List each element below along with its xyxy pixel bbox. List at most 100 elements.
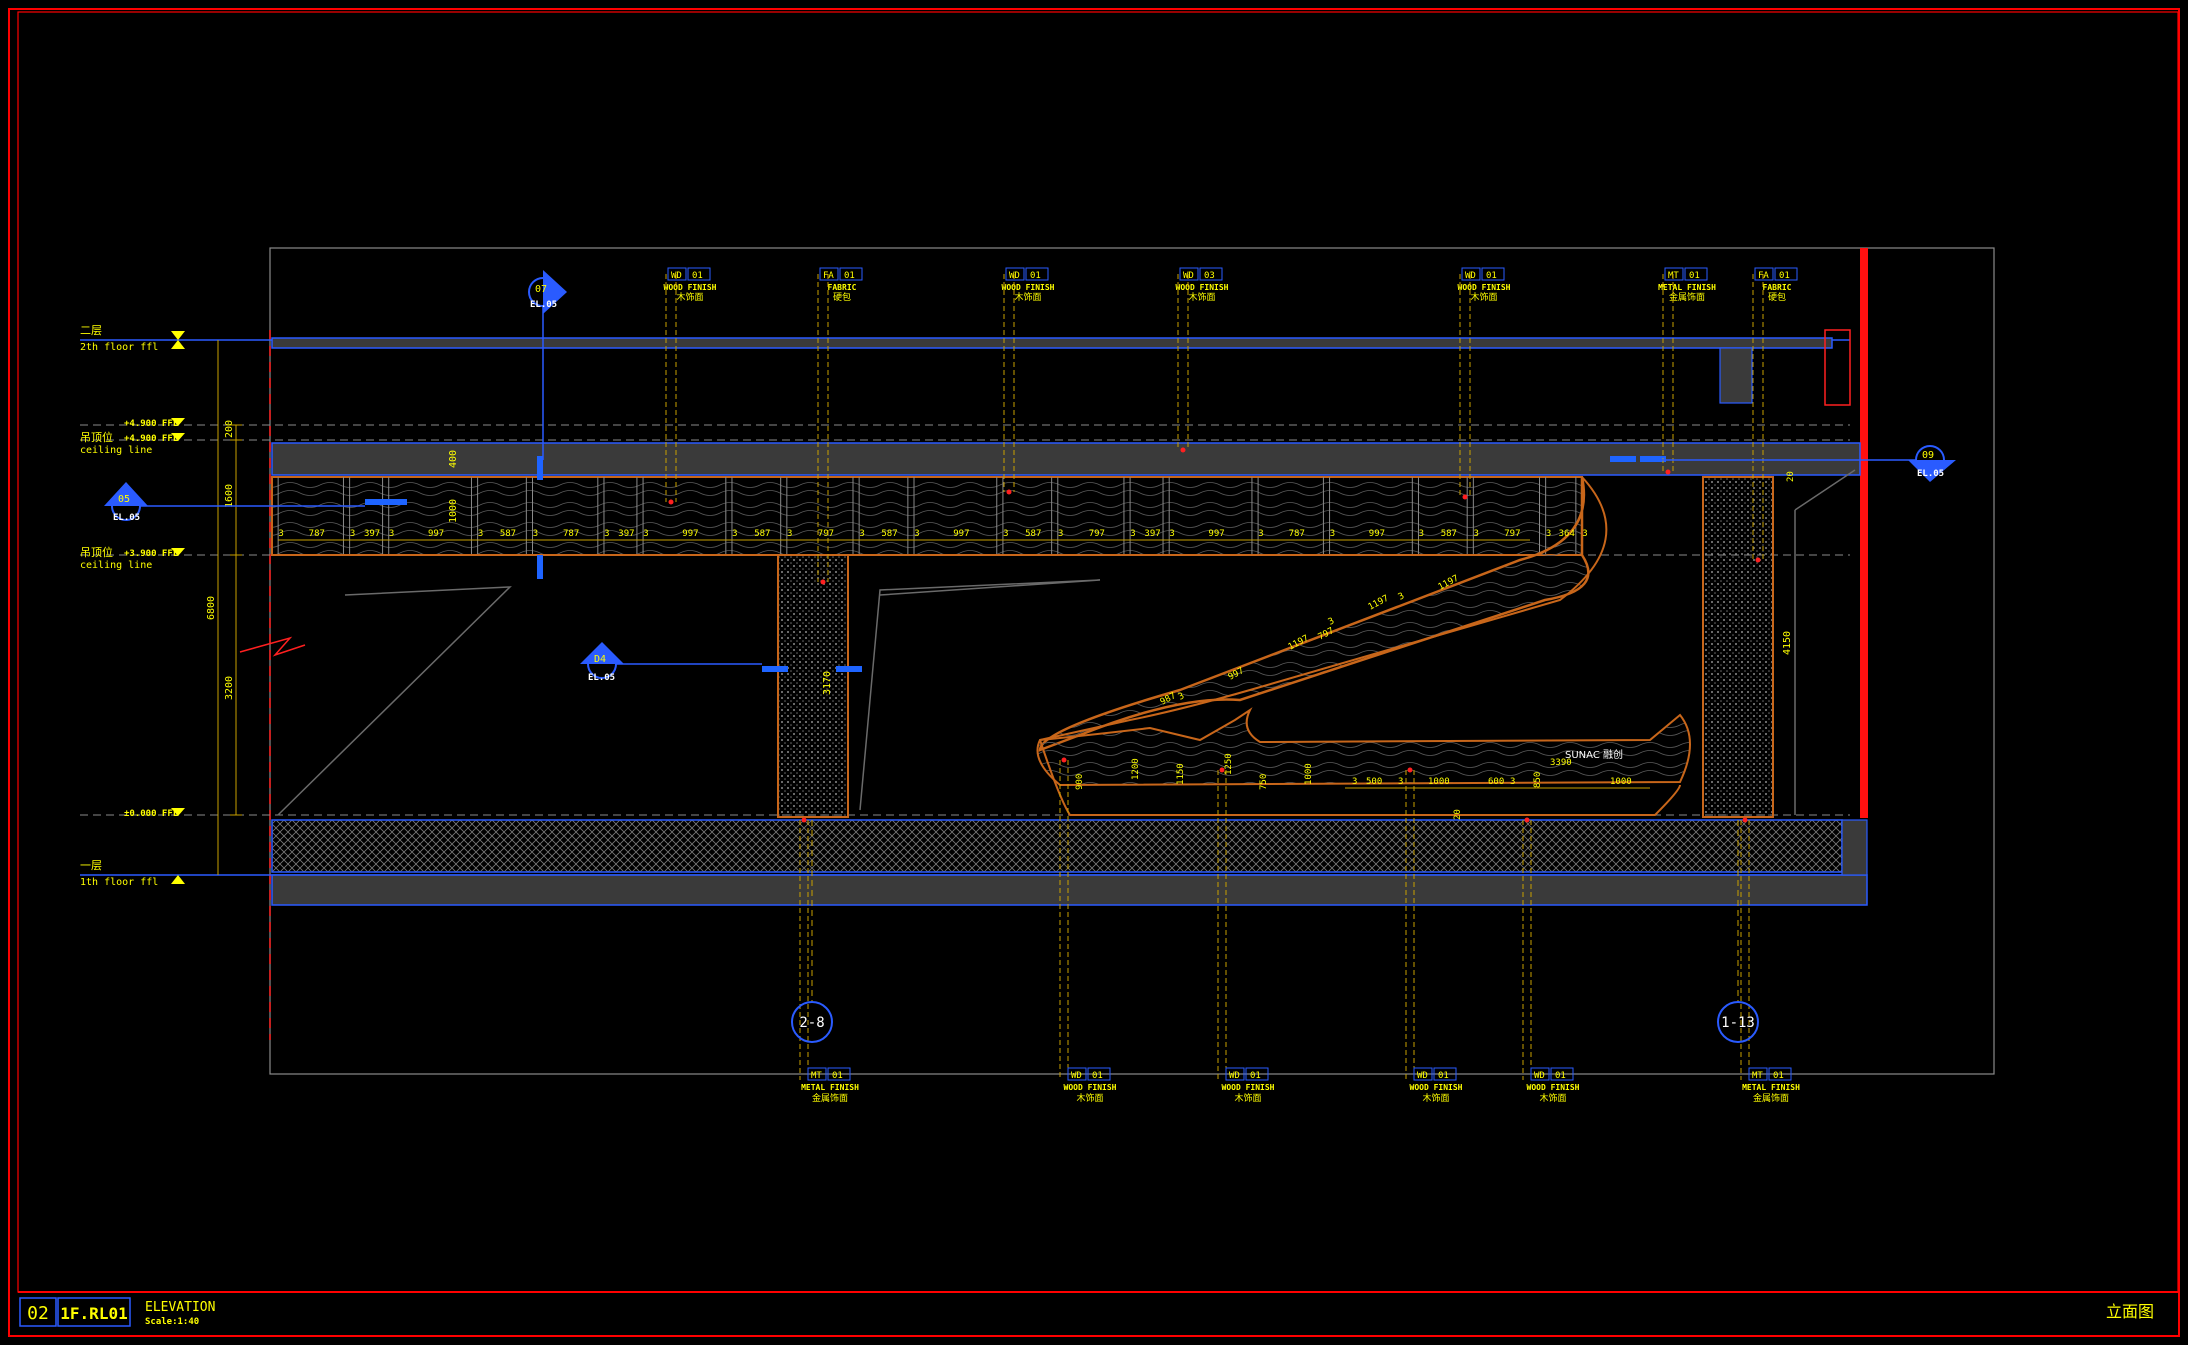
sheet-border-outer bbox=[8, 8, 2180, 1337]
right-wall bbox=[1860, 248, 1868, 818]
callout-num: 01 bbox=[1092, 1071, 1103, 1081]
vdim-6800: 6800 bbox=[206, 596, 217, 620]
ceiling-dim-label: 3 bbox=[604, 529, 609, 539]
base-dim-label: 850 bbox=[1533, 772, 1543, 788]
level-1f-cn: 一层 bbox=[80, 859, 102, 872]
vdim-1000: 1000 bbox=[448, 499, 459, 523]
drawing-code-box bbox=[57, 1297, 131, 1327]
callout-en: WOOD FINISH bbox=[1527, 1083, 1580, 1092]
ceiling-dim-label: 587 bbox=[1441, 529, 1457, 539]
first-floor-slab bbox=[271, 874, 1868, 906]
callout-cn: 金属饰面 bbox=[1753, 1092, 1789, 1104]
section-marker-05: 05 EL.05 bbox=[104, 482, 365, 523]
level-mark-4: ±0.000 FFL bbox=[124, 809, 179, 819]
ceiling-dim-label: 3 bbox=[533, 529, 538, 539]
callout-en: METAL FINISH bbox=[801, 1083, 859, 1092]
ceiling-dim-label: 797 bbox=[1089, 529, 1105, 539]
callout-num: 01 bbox=[1250, 1071, 1261, 1081]
level-ceiling-en-2: ceiling line bbox=[80, 560, 152, 571]
ceiling-dim-label: 787 bbox=[1289, 529, 1305, 539]
level-2f-en: 2th floor ffl bbox=[80, 342, 158, 353]
level-1f-en: 1th floor ffl bbox=[80, 877, 158, 888]
base-dim-label: 1000 bbox=[1428, 777, 1450, 787]
callout-num: 01 bbox=[1438, 1071, 1449, 1081]
ceiling-dim-label: 3 bbox=[732, 529, 737, 539]
section-marker-09: 09 EL.05 bbox=[1660, 445, 1956, 482]
callout-code: MT bbox=[811, 1071, 822, 1081]
callout-code: FA bbox=[1758, 271, 1769, 281]
ceiling-dim-label: 587 bbox=[1025, 529, 1041, 539]
vdim-400: 400 bbox=[448, 450, 459, 468]
ceiling-dim-label: 397 bbox=[364, 529, 380, 539]
ceiling-dim-label: 3 bbox=[787, 529, 792, 539]
section-cut-marks bbox=[365, 456, 1666, 672]
wall-cap bbox=[1824, 329, 1851, 406]
ceiling-dim-label: 364 bbox=[1559, 529, 1575, 539]
ceiling-dim-label: 3 bbox=[478, 529, 483, 539]
level-mark-2: +4.900 FFL bbox=[124, 434, 179, 444]
level-mark-3: +3.900 FFL bbox=[124, 549, 179, 559]
ceiling-dim-label: 3 bbox=[350, 529, 355, 539]
base-dim-label: 500 bbox=[1366, 777, 1382, 787]
stair-dim-label: 3 bbox=[1397, 591, 1406, 602]
marker-09-num: 09 bbox=[1922, 450, 1934, 461]
level-ceiling-cn-1: 吊顶位 bbox=[80, 430, 113, 444]
ceiling-dim-label: 397 bbox=[1144, 529, 1160, 539]
ceiling-dim-label: 797 bbox=[818, 529, 834, 539]
ceiling-dim-label: 3 bbox=[1130, 529, 1135, 539]
level-2f-cn: 二层 bbox=[80, 324, 102, 337]
callout-en: WOOD FINISH bbox=[1458, 283, 1511, 292]
level-annotations: 二层 2th floor ffl 吊顶位 ceiling line 吊顶位 ce… bbox=[80, 324, 179, 888]
callout-num: 01 bbox=[1773, 1071, 1784, 1081]
base-dim-label: 750 bbox=[1259, 774, 1269, 790]
callout-num: 01 bbox=[1689, 271, 1700, 281]
callout-cn: 木饰面 bbox=[1014, 291, 1041, 303]
ceiling-dim-label: 3 bbox=[1474, 529, 1479, 539]
title-block: 02 1F.RL01 ELEVATION Scale:1:40 立面图 bbox=[19, 1297, 2154, 1327]
callout-num: 01 bbox=[1486, 271, 1497, 281]
callout-num: 01 bbox=[832, 1071, 843, 1081]
vdim-3200: 3200 bbox=[224, 676, 235, 700]
callout-en: WOOD FINISH bbox=[1222, 1083, 1275, 1092]
callout-code: WD bbox=[1534, 1071, 1545, 1081]
ceiling-dim-label: 3 bbox=[1330, 529, 1335, 539]
vdim-200: 200 bbox=[224, 420, 235, 438]
marker-07-ref: EL.05 bbox=[530, 300, 557, 310]
base-dim-label: 1000 bbox=[1304, 763, 1314, 785]
ceiling-dim-label: 797 bbox=[1504, 529, 1520, 539]
callout-code: FA bbox=[823, 271, 834, 281]
base-dim-label: 1150 bbox=[1176, 763, 1186, 785]
callout-cn: 木饰面 bbox=[1234, 1092, 1261, 1104]
left-perspective-panel bbox=[277, 586, 512, 816]
ceiling-dim-label: 587 bbox=[881, 529, 897, 539]
callout-code: MT bbox=[1668, 271, 1679, 281]
callout-en: FABRIC bbox=[1763, 283, 1792, 292]
vdim-3170: 3170 bbox=[822, 671, 833, 695]
marker-d4-num: D4 bbox=[594, 654, 606, 665]
ceiling-dim-label: 3 bbox=[1258, 529, 1263, 539]
ceiling-dim-label: 997 bbox=[953, 529, 969, 539]
ceiling-bulkhead bbox=[271, 442, 1861, 476]
grid-marker-1-13: 1-13 bbox=[1717, 820, 1759, 1043]
stair-dim-label: 3 bbox=[1327, 616, 1336, 627]
ceiling-dim-label: 3 bbox=[859, 529, 864, 539]
base-dim-label: 900 bbox=[1075, 774, 1085, 790]
base-dim-label: 3 bbox=[1510, 777, 1515, 787]
section-marker-d4: D4 EL.05 bbox=[580, 642, 762, 683]
callout-en: FABRIC bbox=[828, 283, 857, 292]
callout-code: WD bbox=[1071, 1071, 1082, 1081]
base-dim-label: 3390 bbox=[1550, 758, 1572, 768]
callout-en: WOOD FINISH bbox=[1410, 1083, 1463, 1092]
break-line bbox=[239, 636, 306, 657]
beam-drop bbox=[1719, 347, 1753, 404]
level-ceiling-cn-2: 吊顶位 bbox=[80, 545, 113, 559]
stair-dim-label: 3 bbox=[1177, 691, 1186, 702]
callout-en: WOOD FINISH bbox=[1002, 283, 1055, 292]
